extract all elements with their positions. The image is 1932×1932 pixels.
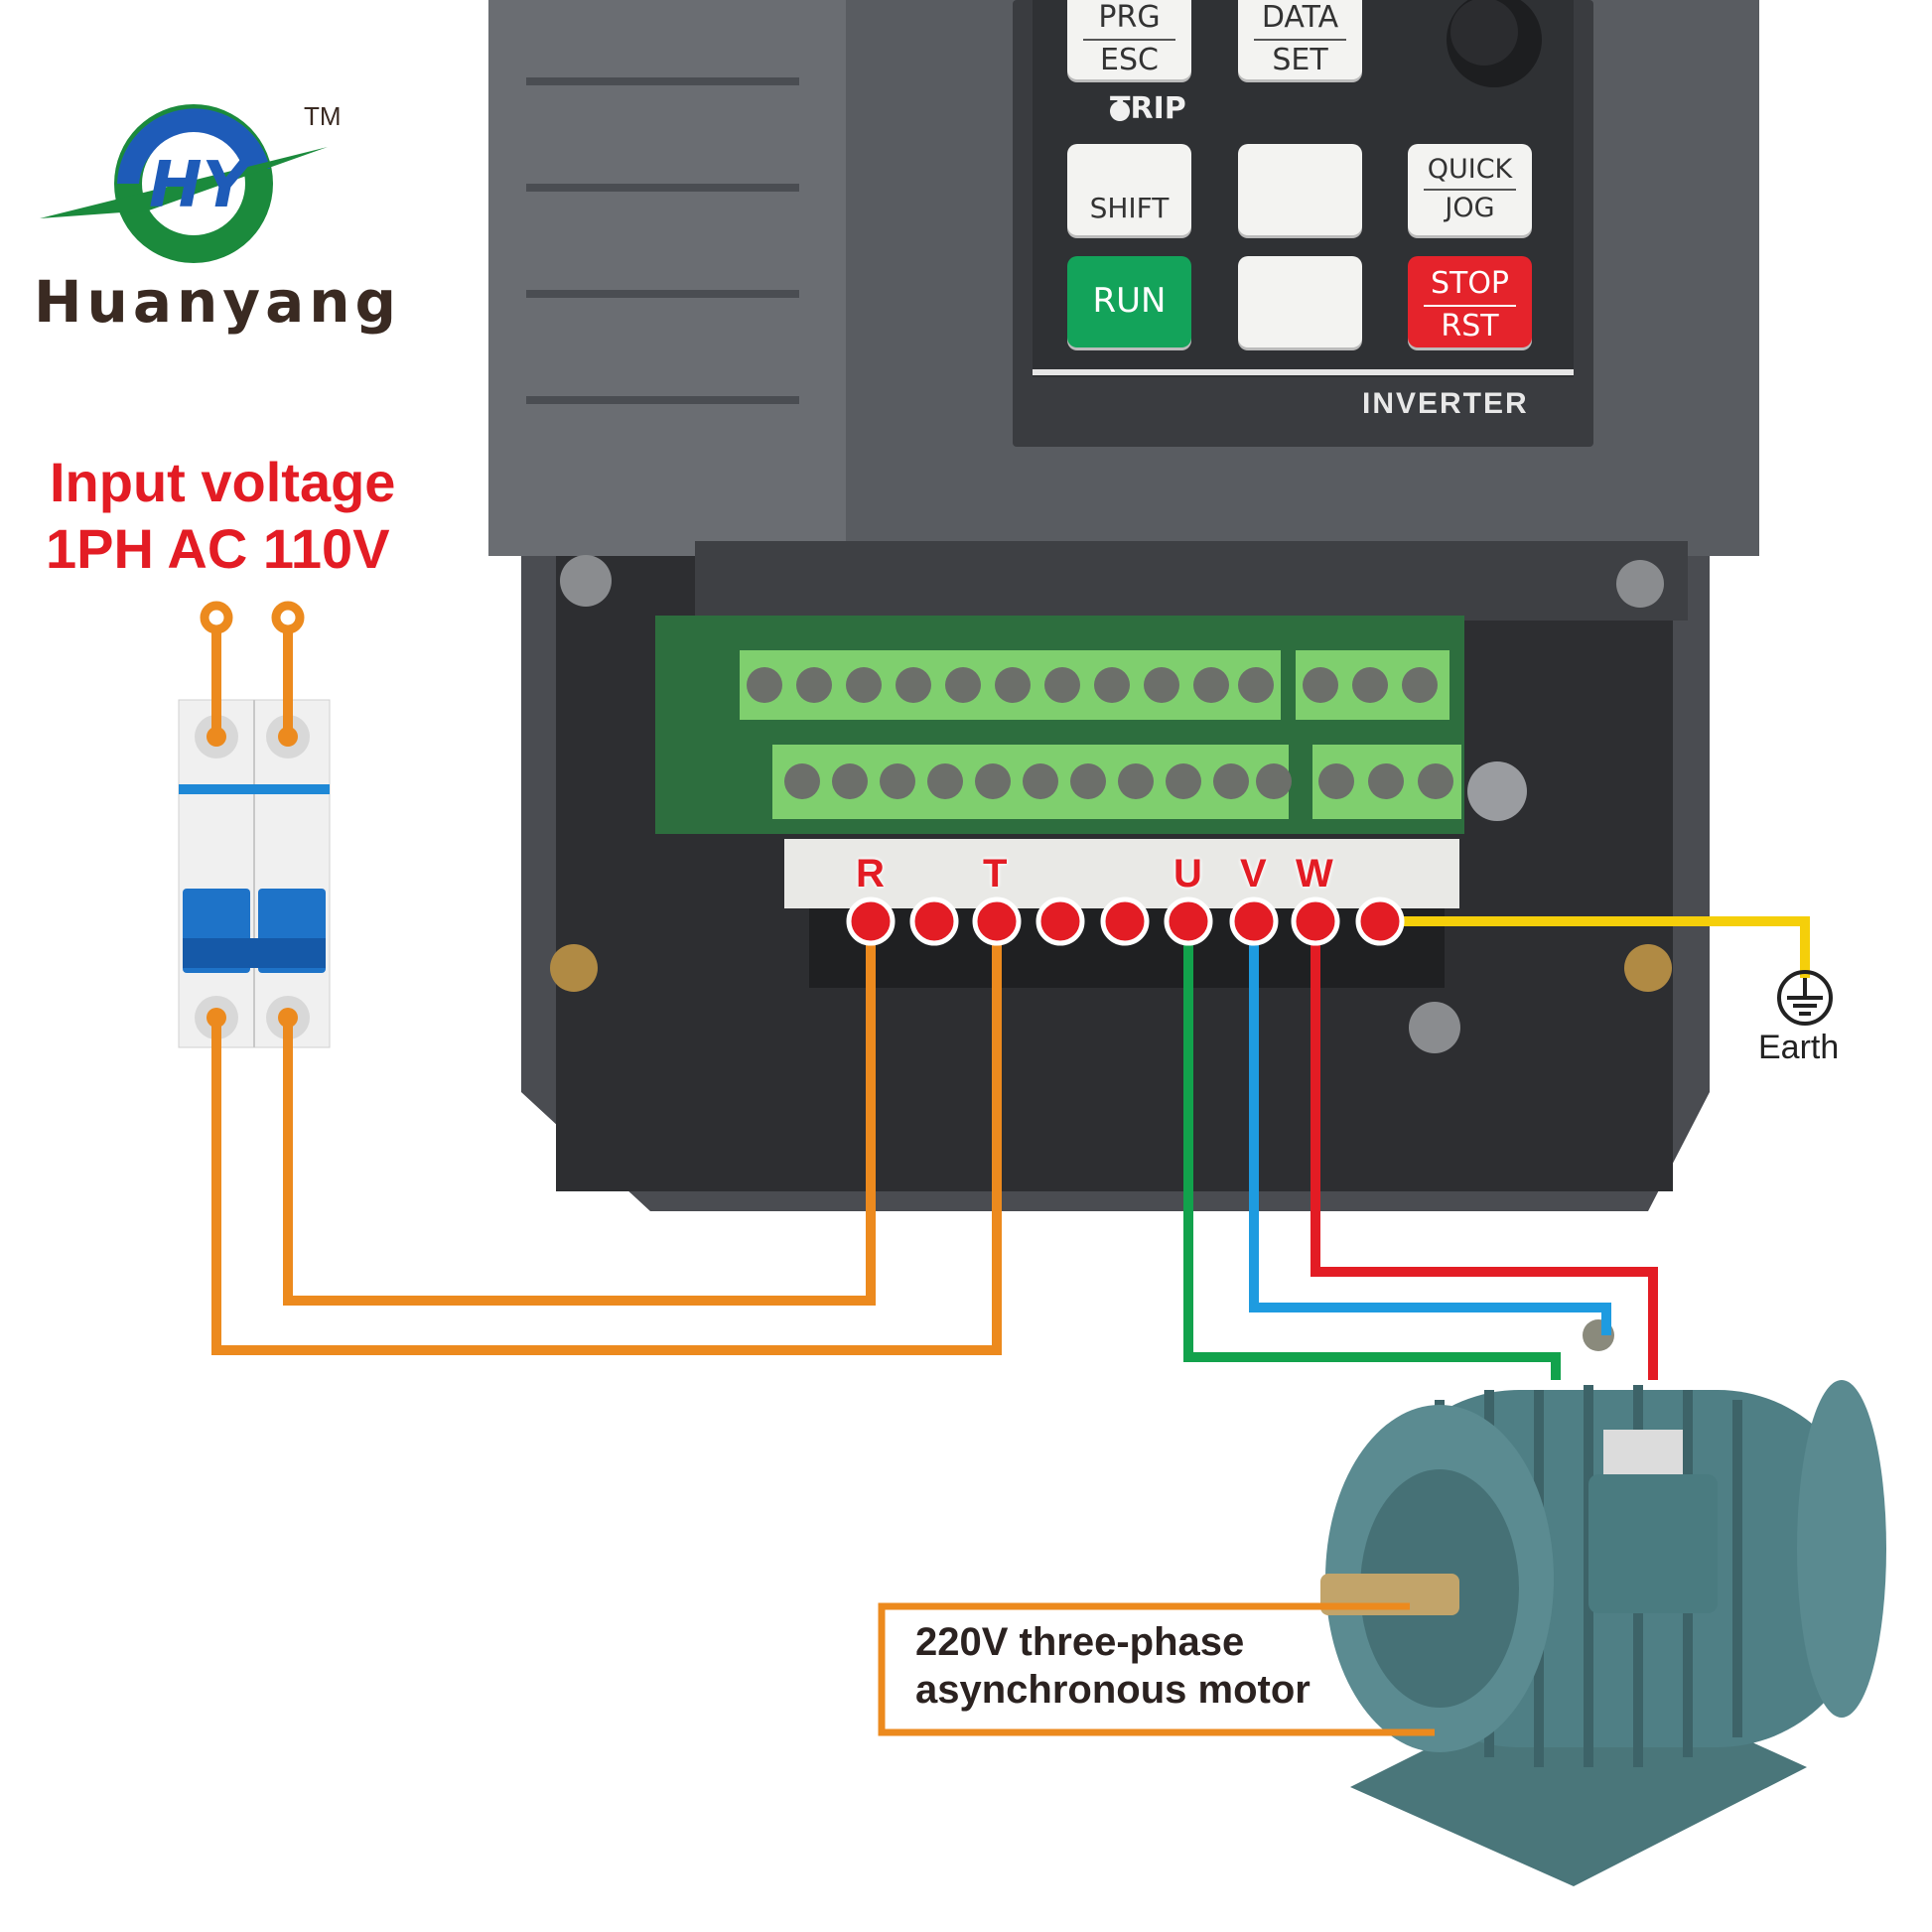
huanyang-logo: HY (40, 104, 328, 263)
wires (211, 618, 1810, 1736)
input-voltage-value: 1PH AC 110V (46, 517, 390, 580)
rst-label: RST (1424, 305, 1516, 344)
terminal-label-r: R (856, 852, 885, 896)
quick-label: QUICK (1427, 154, 1513, 185)
down-key (1238, 256, 1362, 347)
input-terminals (200, 601, 305, 634)
motor-label-line2: asynchronous motor (915, 1668, 1311, 1712)
trip-indicator-label: TRIP (1110, 91, 1186, 126)
wire-breaker-to-t (211, 921, 1002, 1355)
earth-icon (1777, 970, 1833, 1026)
motor-label-frame (878, 1602, 1435, 1736)
control-terminal-screws (747, 667, 1453, 799)
up-key (1238, 144, 1362, 235)
motor-description: 220V three-phase asynchronous motor (915, 1618, 1311, 1714)
wire-v (1249, 921, 1611, 1335)
terminal-label-w: W (1296, 852, 1333, 896)
shift-key: SHIFT (1067, 144, 1191, 235)
jog-label: JOG (1424, 189, 1516, 223)
svg-text:HY: HY (149, 149, 254, 222)
stop-label: STOP (1430, 266, 1510, 301)
terminal-label-v: V (1240, 852, 1267, 896)
prg-label: PRG (1098, 0, 1161, 35)
motor-label-line1: 220V three-phase (915, 1620, 1245, 1664)
terminal-label-t: T (983, 852, 1008, 896)
power-terminals (846, 897, 1405, 946)
set-label: SET (1254, 39, 1346, 77)
data-label: DATA (1261, 0, 1339, 35)
inverter-label: INVERTER (1362, 387, 1529, 420)
input-voltage-title: Input voltage (50, 451, 396, 513)
trademark-mark: TM (304, 101, 342, 131)
earth-label: Earth (1758, 1029, 1840, 1066)
inverter-housing (488, 0, 1759, 1211)
prg-esc-key: PRG ESC (1067, 0, 1191, 79)
data-set-key: DATA SET (1238, 0, 1362, 79)
shift-label: SHIFT (1089, 192, 1170, 224)
wire-earth (1380, 916, 1810, 978)
esc-label: ESC (1083, 39, 1175, 77)
breaker-screws (207, 727, 298, 1028)
quick-jog-key: QUICK JOG (1408, 144, 1532, 235)
wire-breaker-to-r (283, 921, 876, 1306)
circuit-breaker (178, 699, 331, 1048)
wire-u (1183, 921, 1561, 1380)
run-key: RUN (1067, 256, 1191, 347)
wire-w (1311, 921, 1658, 1380)
motor-illustration (1320, 1319, 1886, 1886)
stop-rst-key: STOP RST (1408, 256, 1532, 347)
terminal-label-u: U (1173, 852, 1202, 896)
brand-name: Huanyang (34, 268, 402, 336)
